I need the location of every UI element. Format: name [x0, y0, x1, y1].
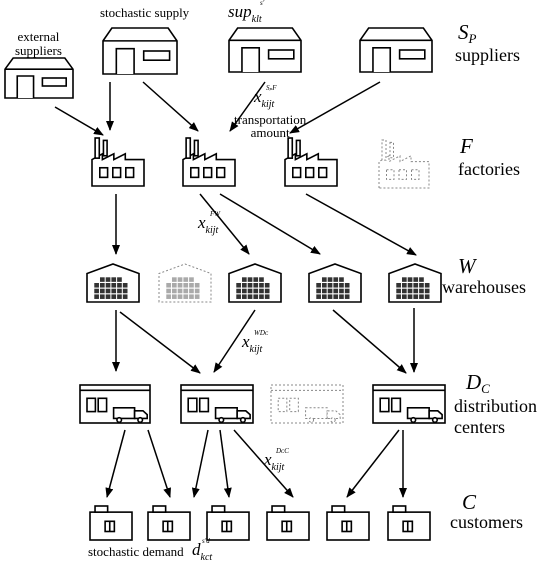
network-nodes [4, 27, 446, 541]
factory-icon [91, 137, 145, 187]
warehouse-icon [86, 263, 140, 303]
level-name-factories: factories [458, 159, 520, 179]
level-symbol-customers: C [462, 490, 477, 514]
flow-arrow [346, 429, 400, 498]
warehouse-icon [388, 263, 442, 303]
customer-icon [147, 505, 191, 541]
level-name-warehouses: warehouses [442, 277, 526, 297]
level-name-customers: customers [450, 512, 523, 532]
warehouse-icon [228, 263, 282, 303]
flow-arrow [229, 81, 266, 132]
level-symbol-factories: F [460, 134, 473, 158]
flow-arrows [54, 81, 418, 498]
stochastic-demand-label: stochastic demand [88, 544, 184, 559]
stochastic-supply-label: stochastic supply [100, 5, 190, 20]
customer-icon [266, 505, 310, 541]
distribution-center-icon [79, 384, 151, 424]
warehouse-icon [158, 263, 212, 303]
level-name-suppliers: suppliers [455, 45, 520, 65]
flow-arrow [219, 193, 321, 255]
distribution-center-icon [270, 384, 344, 424]
flow-arrow [54, 106, 104, 136]
flow-arrow [199, 193, 250, 255]
external-suppliers-label: external suppliers [15, 29, 62, 59]
level-name-distribution-centers: distribution centers [454, 396, 538, 437]
flow-arrow [305, 193, 417, 256]
flow-arrow [119, 311, 201, 374]
customer-icon [387, 505, 431, 541]
supplier-icon [102, 27, 178, 75]
transportation-amount-label: transportation amount [234, 112, 307, 140]
factory-icon [284, 137, 338, 187]
supplier-icon [228, 27, 302, 73]
level-symbol-warehouses: W [458, 254, 476, 278]
factory-icon [182, 137, 236, 187]
customer-icon [326, 505, 370, 541]
distribution-center-icon [180, 384, 254, 424]
flow-arrow [142, 81, 199, 132]
flow-arrow [147, 429, 171, 498]
warehouse-icon [308, 263, 362, 303]
level-symbol-distribution-centers: DC [466, 370, 490, 396]
factory-icon [378, 139, 430, 189]
flow-arrow [213, 309, 256, 373]
flow-arrow [219, 429, 232, 498]
supplier-icon [359, 27, 433, 73]
flow-arrow [233, 429, 294, 498]
flow-arrow [105, 429, 126, 498]
customer-icon [89, 505, 133, 541]
flow-arrow [191, 429, 209, 498]
external-supplier-icon [4, 57, 74, 99]
flow-arrow [332, 309, 407, 374]
level-symbol-suppliers: SP [458, 20, 477, 46]
customer-icon [206, 505, 250, 541]
distribution-center-icon [372, 384, 446, 424]
flow-arrow [289, 81, 381, 134]
